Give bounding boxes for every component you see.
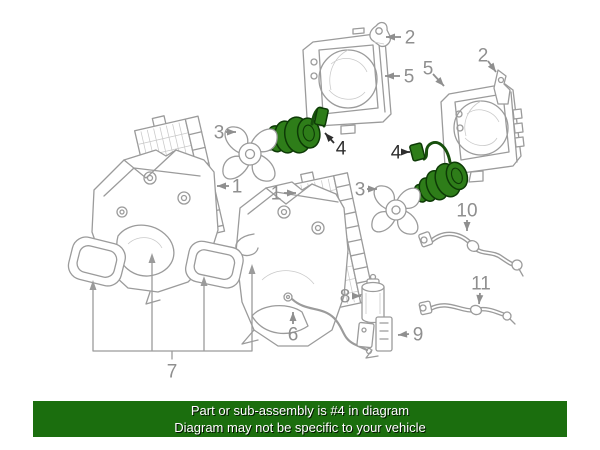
callout-arrow-head: [487, 62, 496, 72]
mount-bracket-right: [493, 69, 511, 105]
mount-bracket-top: [369, 21, 392, 48]
callout-label-9: 9: [413, 325, 424, 346]
highlight-banner: Part or sub-assembly is #4 in diagram Di…: [33, 401, 567, 437]
callout-label-1: 1: [271, 184, 282, 205]
callout-arrow-head: [289, 312, 297, 321]
callout-label-5: 5: [404, 67, 415, 88]
callout-arrow-head: [463, 222, 471, 231]
callout-arrow-head: [386, 33, 395, 41]
callout-arrow-head: [227, 128, 236, 136]
callout-label-6: 6: [288, 325, 299, 346]
fan-motor-highlighted-right: [409, 140, 469, 203]
callout-label-2: 2: [405, 28, 416, 49]
callout-label-4: 4: [336, 139, 347, 160]
callout-label-7: 7: [167, 362, 178, 383]
ac-pipe: [283, 292, 373, 355]
callout-arrow-head: [435, 77, 444, 86]
banner-line-1: Part or sub-assembly is #4 in diagram: [190, 403, 410, 418]
callout-arrow-head: [352, 292, 361, 300]
callout-label-8: 8: [340, 287, 351, 308]
callout-arrow-head: [368, 185, 377, 193]
callout-label-4: 4: [391, 143, 402, 164]
seal-gasket-left: [67, 236, 126, 287]
callout-label-1: 1: [232, 177, 243, 198]
fan-blade-right: [371, 185, 421, 235]
hose-lower: [418, 300, 516, 325]
fan-blade-left: [222, 126, 278, 182]
callout-label-5: 5: [423, 59, 434, 80]
part7-leader-lines: [89, 253, 256, 360]
callout-arrow-head: [217, 182, 226, 190]
fan-shroud-right: [440, 83, 525, 183]
callout-arrow-head: [476, 294, 484, 304]
housing-center: [235, 181, 349, 347]
callout-arrow-head: [385, 72, 394, 80]
callout-label-11: 11: [471, 274, 491, 295]
callout-arrow-head: [287, 189, 296, 197]
callout-label-3: 3: [214, 123, 225, 144]
callout-label-3: 3: [355, 180, 366, 201]
callout-arrow-head: [325, 133, 334, 143]
callout-label-10: 10: [456, 201, 477, 222]
banner-line-2: Diagram may not be specific to your vehi…: [174, 420, 426, 435]
expansion-valve: [356, 316, 393, 359]
hose-upper: [418, 231, 524, 277]
callout-arrow-head: [398, 330, 408, 338]
callout-label-2: 2: [478, 46, 489, 67]
callout-arrow-head: [401, 148, 410, 156]
seal-gasket-right: [184, 240, 244, 289]
